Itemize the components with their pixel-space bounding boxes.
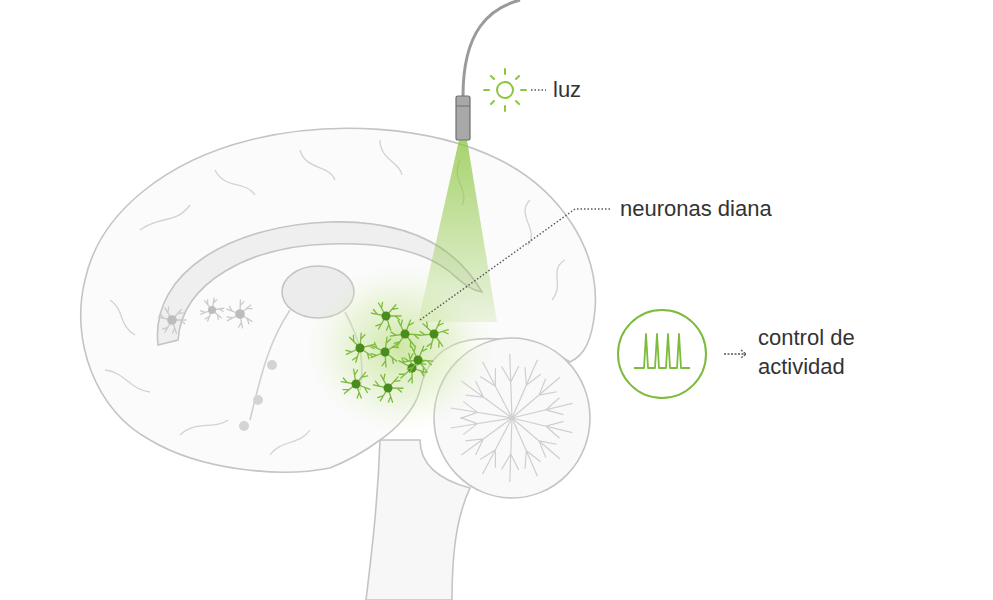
label: luz	[553, 76, 581, 105]
soma	[430, 330, 439, 339]
activity-icon	[618, 310, 706, 398]
sun-disc	[497, 82, 513, 98]
arbor-branch	[512, 398, 572, 418]
background-neurons	[158, 298, 277, 431]
optical-fiber	[463, 0, 520, 96]
soma	[167, 315, 177, 325]
soma	[356, 344, 365, 353]
arbor-branch	[512, 418, 572, 438]
soma	[208, 306, 216, 314]
soma	[239, 421, 249, 431]
label: neuronas diana	[620, 195, 772, 224]
brain-outline	[81, 128, 596, 600]
neuron	[158, 307, 186, 333]
soma	[267, 360, 277, 370]
spike-train	[634, 334, 690, 368]
arrow	[724, 350, 746, 358]
neuron	[399, 353, 426, 383]
soma	[382, 312, 391, 321]
arbor-branch	[512, 360, 541, 418]
soma	[253, 395, 263, 405]
neuron	[227, 300, 252, 328]
neuron	[403, 346, 433, 373]
arbor-branch	[480, 418, 512, 474]
leader-line	[420, 209, 610, 320]
arbor-branch	[461, 418, 512, 455]
target-neurons	[341, 302, 448, 402]
neuron	[346, 333, 375, 362]
label: control de actividad	[758, 324, 908, 381]
soma	[384, 384, 393, 393]
arbor-branch	[512, 418, 560, 459]
neuron	[390, 320, 420, 347]
ferrule-band	[456, 106, 470, 107]
soma	[352, 380, 361, 389]
arbor-branch	[502, 418, 519, 482]
neuron	[419, 320, 448, 348]
soma	[381, 348, 390, 357]
gyri	[105, 140, 565, 455]
leader-line	[531, 89, 546, 90]
soma	[401, 330, 410, 339]
light-glow	[305, 263, 495, 433]
sun-rays	[484, 69, 526, 111]
neuron	[371, 337, 398, 367]
soma	[414, 356, 423, 365]
light-icon	[484, 69, 526, 111]
fiber-ferrule	[456, 96, 470, 140]
soma	[235, 309, 245, 319]
arbor-branch	[451, 418, 512, 435]
neuron	[201, 298, 224, 321]
neuron	[373, 374, 403, 402]
neuron	[371, 302, 401, 330]
neuron	[341, 369, 370, 398]
arbor-branch	[512, 418, 541, 476]
